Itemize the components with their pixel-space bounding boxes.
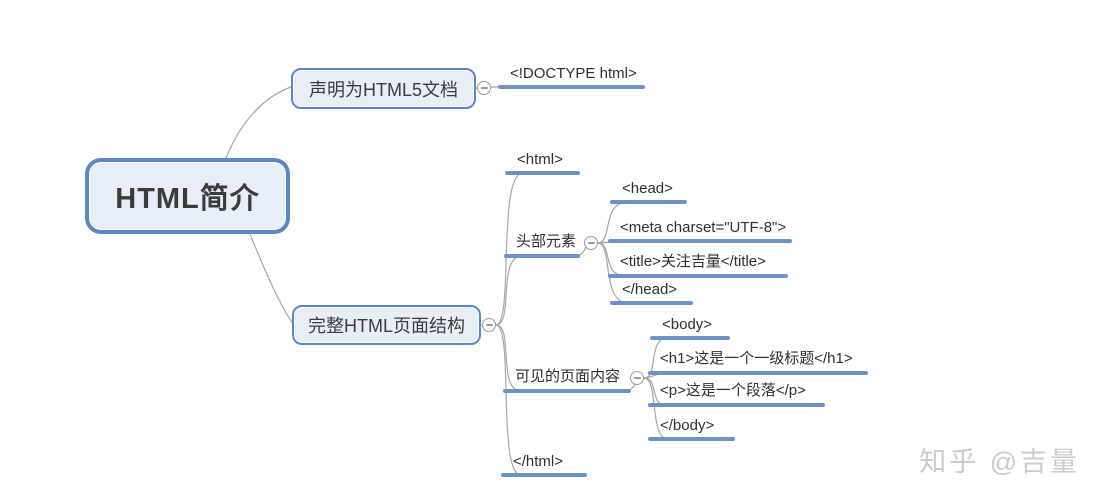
leaf-head-section-label: 头部元素 [516, 233, 577, 250]
leaf-head-open[interactable]: <head> [610, 176, 687, 204]
leaf-h1-label: <h1>这是一个一级标题</h1> [660, 350, 853, 367]
leaf-body-open-label: <body> [662, 316, 713, 333]
leaf-h1[interactable]: <h1>这是一个一级标题</h1> [648, 347, 868, 375]
leaf-body-section[interactable]: 可见的页面内容 [503, 365, 631, 393]
collapse-toggle-branch1[interactable] [477, 81, 491, 95]
leaf-underline [610, 301, 693, 305]
minus-icon [633, 377, 641, 379]
leaf-doctype-label: <!DOCTYPE html> [510, 65, 637, 82]
leaf-body-close-label: </body> [660, 417, 715, 434]
collapse-toggle-body-section[interactable] [630, 371, 644, 385]
leaf-underline [498, 85, 645, 89]
leaf-underline [648, 403, 825, 407]
branch-doctype-topic[interactable]: 声明为HTML5文档 [291, 68, 476, 109]
leaf-body-section-label: 可见的页面内容 [515, 368, 621, 385]
leaf-head-close[interactable]: </head> [610, 277, 693, 305]
leaf-title-label: <title>关注吉量</title> [620, 253, 766, 270]
link-toggle2-head-section [495, 255, 523, 326]
minus-icon [485, 324, 493, 326]
leaf-underline [608, 239, 792, 243]
link-root-branch1 [225, 86, 292, 159]
leaf-html-open-label: <html> [517, 151, 563, 168]
root-topic-label: HTML简介 [115, 183, 260, 215]
collapse-toggle-branch2[interactable] [482, 318, 496, 332]
leaf-underline [648, 371, 868, 375]
watermark: 知乎 @吉量 [919, 447, 1080, 477]
leaf-underline [505, 171, 580, 175]
leaf-meta-charset[interactable]: <meta charset="UTF-8"> [608, 215, 792, 243]
branch-structure-topic[interactable]: 完整HTML页面结构 [292, 305, 481, 345]
leaf-body-close[interactable]: </body> [648, 413, 735, 441]
branch-doctype-label: 声明为HTML5文档 [308, 79, 458, 100]
leaf-title[interactable]: <title>关注吉量</title> [608, 250, 788, 278]
leaf-paragraph[interactable]: <p>这是一个段落</p> [648, 379, 825, 407]
collapse-toggle-head-section[interactable] [584, 236, 598, 250]
minus-icon [587, 242, 595, 244]
leaf-html-close[interactable]: </html> [501, 449, 587, 477]
root-topic[interactable]: HTML简介 [85, 158, 290, 234]
leaf-doctype[interactable]: <!DOCTYPE html> [498, 61, 645, 89]
leaf-underline [503, 389, 631, 393]
leaf-head-close-label: </head> [622, 281, 678, 298]
leaf-head-open-label: <head> [622, 180, 673, 197]
leaf-paragraph-label: <p>这是一个段落</p> [660, 382, 806, 399]
leaf-body-open[interactable]: <body> [650, 312, 730, 340]
leaf-html-open[interactable]: <html> [505, 147, 580, 175]
leaf-html-close-label: </html> [513, 453, 564, 470]
leaf-head-section[interactable]: 头部元素 [504, 230, 580, 258]
leaf-underline [608, 274, 788, 278]
minus-icon [480, 87, 488, 89]
leaf-underline [504, 254, 580, 258]
leaf-meta-charset-label: <meta charset="UTF-8"> [620, 219, 787, 236]
leaf-underline [501, 473, 587, 477]
link-root-branch2 [249, 233, 294, 325]
leaf-underline [650, 336, 730, 340]
leaf-underline [610, 200, 687, 204]
branch-structure-label: 完整HTML页面结构 [308, 316, 465, 336]
leaf-underline [648, 437, 735, 441]
